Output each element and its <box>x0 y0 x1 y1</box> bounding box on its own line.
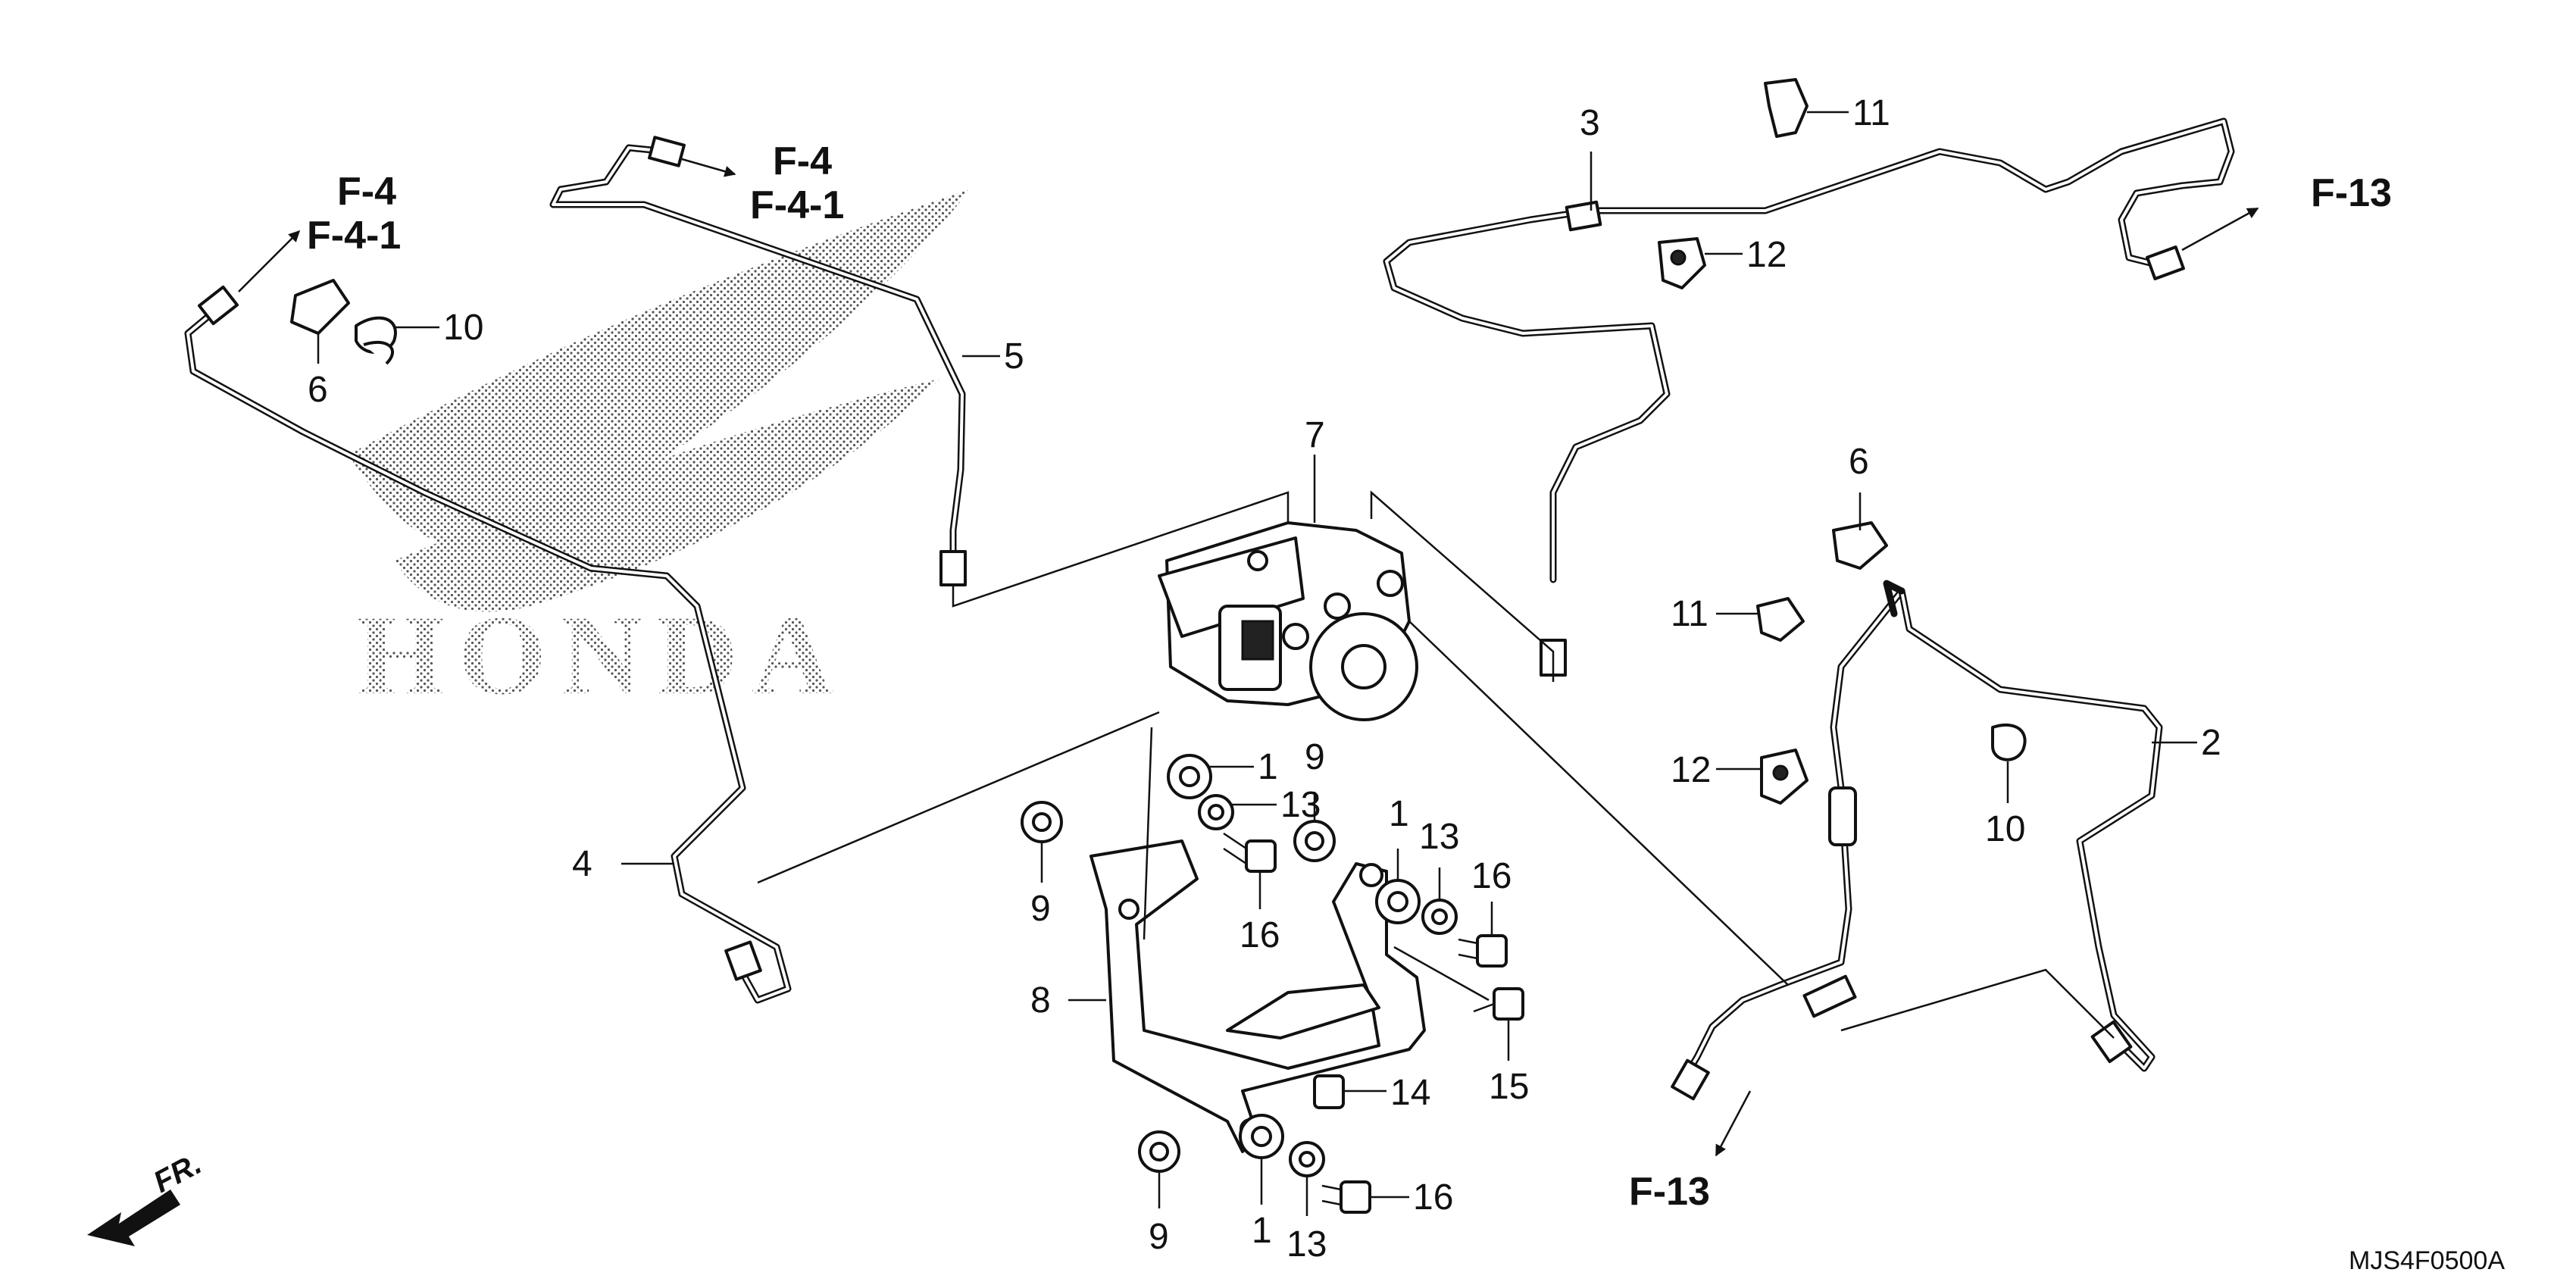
callout-6-b: 6 <box>1849 442 1869 482</box>
grommet-1-b <box>1375 879 1421 924</box>
callout-12-a: 12 <box>1746 235 1787 275</box>
direction-arrows <box>238 158 2259 1157</box>
washer-13-c <box>1289 1141 1325 1177</box>
callout-12-b: 12 <box>1671 750 1711 790</box>
callout-10-b: 10 <box>1985 809 2025 849</box>
abs-bracket-8 <box>1089 839 1426 1153</box>
abs-modulator-unit-7 <box>1158 521 1418 721</box>
pipe-clip-10-a <box>355 316 397 365</box>
callout-4: 4 <box>572 844 592 884</box>
collar-9-b <box>1293 820 1336 862</box>
callout-13-a: 13 <box>1280 785 1321 825</box>
diagram-code: MJS4F0500A <box>2349 1246 2505 1275</box>
callout-9-c: 9 <box>1149 1217 1169 1257</box>
bolt-15 <box>1473 987 1524 1021</box>
bolt-16-c <box>1321 1180 1371 1214</box>
callout-16-a: 16 <box>1240 915 1280 955</box>
ref-label-left-top: F-4 <box>337 170 396 214</box>
brake-pipe-4 <box>184 285 792 1004</box>
callout-10-a: 10 <box>443 308 483 348</box>
callout-3: 3 <box>1580 103 1600 143</box>
honda-wing-watermark <box>349 189 970 612</box>
grommet-1-a <box>1167 754 1212 799</box>
callout-9-a: 9 <box>1030 889 1051 929</box>
callout-11-b: 11 <box>1671 594 1708 634</box>
callout-2: 2 <box>2201 723 2221 763</box>
front-label: FR. <box>148 1147 208 1199</box>
ref-label-mid-top: F-4 <box>773 139 832 183</box>
brake-pipe-3 <box>1383 117 2235 677</box>
ref-label-right: F-13 <box>2311 171 2392 215</box>
washer-13-a <box>1198 794 1234 830</box>
pipe-clamp-12-b <box>1760 749 1809 805</box>
callout-13-b: 13 <box>1419 817 1459 857</box>
grommet-1-c <box>1239 1114 1284 1159</box>
ref-label-left-bottom: F-4-1 <box>307 214 401 258</box>
pipe-holder-11-b <box>1756 597 1805 642</box>
callout-9-b: 9 <box>1305 737 1325 777</box>
callout-1-c: 1 <box>1252 1211 1272 1251</box>
pipe-holder-6-b <box>1832 521 1888 570</box>
callout-6-a: 6 <box>308 370 328 410</box>
connection-guide-lines <box>757 490 2115 1039</box>
pipe-clip-10-b <box>1991 723 2027 761</box>
pipe-clamp-12-a <box>1658 237 1706 289</box>
honda-brand-watermark: HONDA <box>356 592 847 718</box>
bolt-16-a <box>1223 832 1277 873</box>
callout-15: 15 <box>1489 1067 1529 1107</box>
callout-leader-lines <box>317 111 2197 1216</box>
ref-label-bottom: F-13 <box>1629 1170 1710 1214</box>
callout-16-b: 16 <box>1471 856 1512 896</box>
callout-1-b: 1 <box>1389 794 1409 834</box>
callout-8: 8 <box>1030 980 1051 1021</box>
bolt-14 <box>1313 1074 1345 1109</box>
pipe-holder-11-a <box>1764 78 1809 138</box>
callout-7: 7 <box>1305 415 1325 455</box>
brake-pipe-2 <box>1671 580 2163 1101</box>
callout-16-c: 16 <box>1413 1177 1453 1218</box>
front-direction-indicator: FR. <box>87 1147 207 1246</box>
brake-pipe-5 <box>549 136 967 586</box>
washer-13-b <box>1421 899 1458 935</box>
callout-5: 5 <box>1004 336 1024 377</box>
callout-13-c: 13 <box>1286 1224 1327 1265</box>
bolt-16-b <box>1458 934 1508 968</box>
pipe-holder-6-a <box>290 279 350 335</box>
ref-label-mid-bottom: F-4-1 <box>750 183 844 227</box>
callout-14: 14 <box>1390 1073 1430 1113</box>
collar-9-c <box>1138 1130 1180 1173</box>
collar-9-a <box>1021 801 1063 843</box>
callout-1-a: 1 <box>1258 747 1278 787</box>
callout-11-a: 11 <box>1852 93 1890 133</box>
